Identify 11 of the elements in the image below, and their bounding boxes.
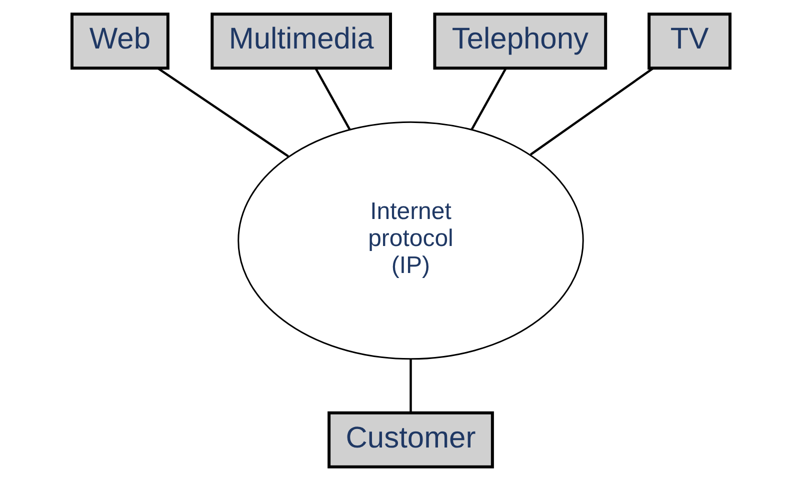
node-box: TV: [648, 12, 732, 70]
node-ellipse: Internet protocol (IP): [238, 121, 584, 360]
node-box: Telephony: [433, 12, 608, 70]
connector: [314, 68, 351, 130]
node-box: Web: [70, 12, 170, 70]
connector: [157, 67, 289, 158]
node-box: Customer: [328, 411, 494, 468]
connector: [410, 359, 412, 412]
connector: [530, 67, 654, 156]
connector: [470, 68, 507, 130]
node-box: Multimedia: [210, 12, 392, 70]
